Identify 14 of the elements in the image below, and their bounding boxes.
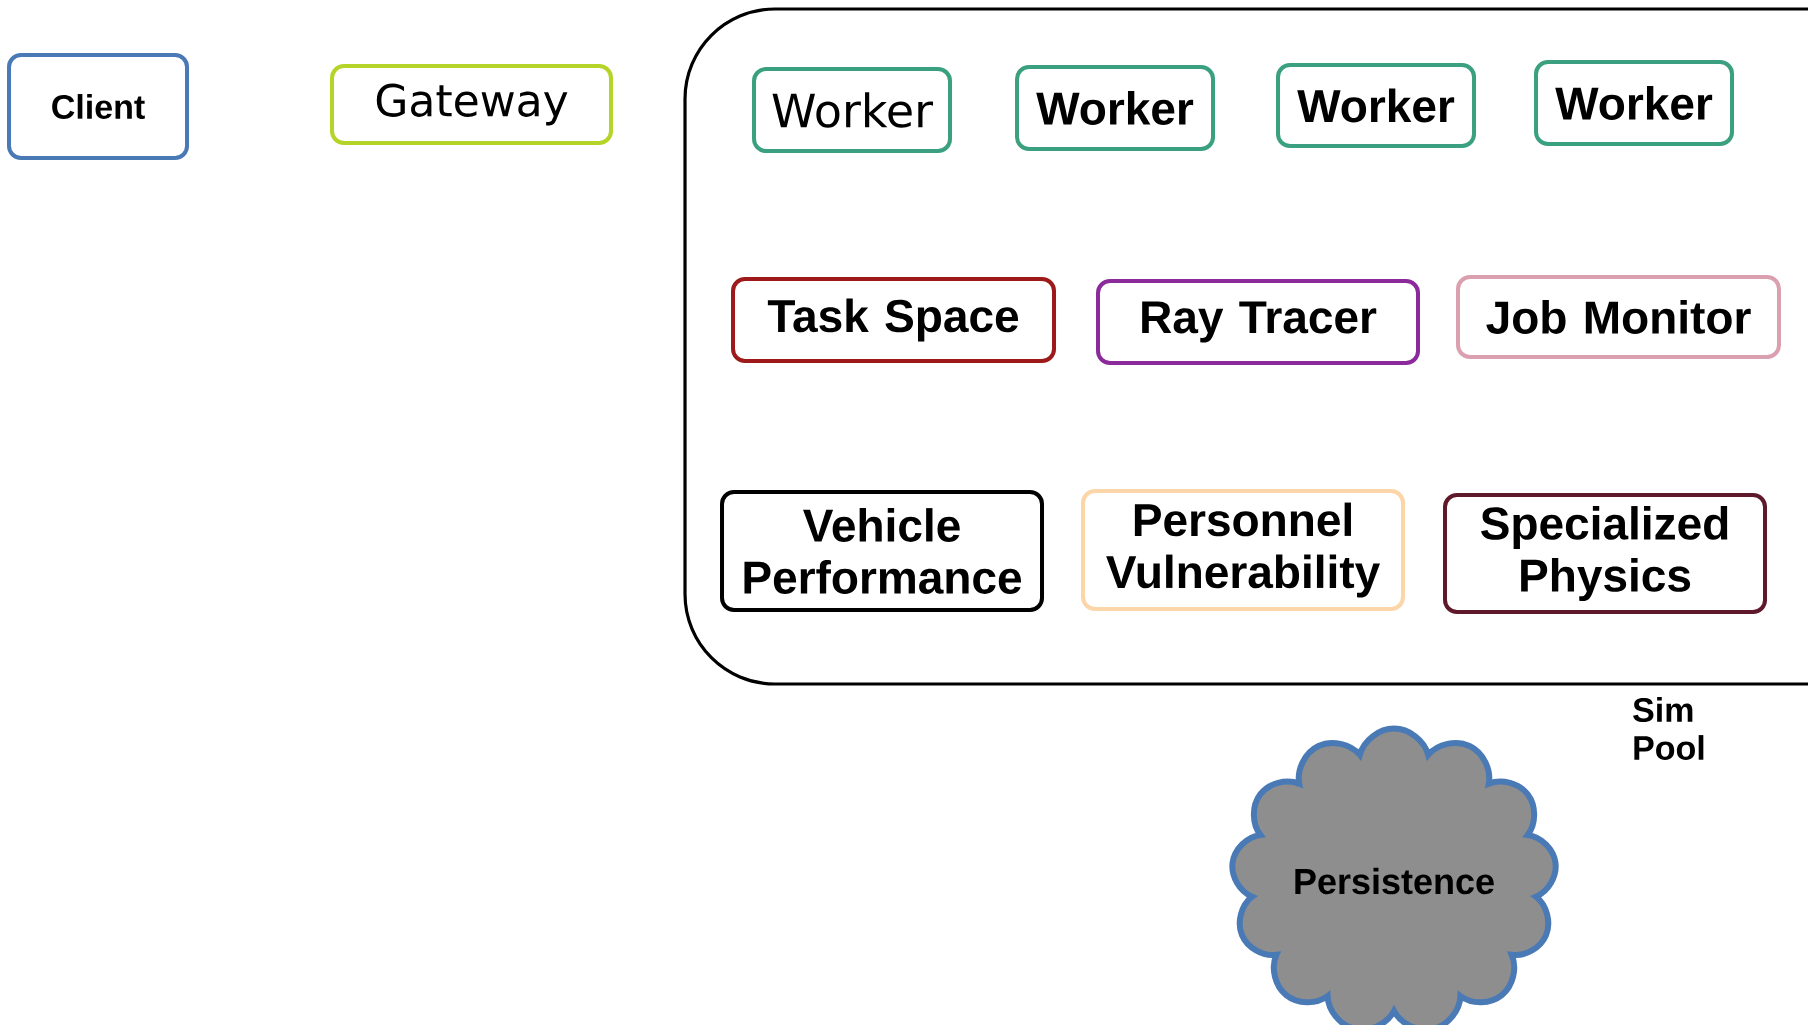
container-label: Sim Pool <box>1633 697 1704 761</box>
service-box: Personnel Vulnerability <box>1081 489 1405 611</box>
service-box: Vehicle Performance <box>720 490 1044 612</box>
service-box: Task Space <box>731 277 1056 363</box>
worker-box: Worker <box>1534 60 1734 146</box>
cloud: Persistence <box>1229 725 1559 1025</box>
gateway-box: Gateway <box>330 64 613 145</box>
service-box: Specialized Physics <box>1443 493 1767 614</box>
service-box: Job Monitor <box>1456 275 1781 359</box>
client-box: Client <box>7 53 189 160</box>
worker-box: Worker <box>1276 63 1476 148</box>
worker-box: Worker <box>752 67 952 153</box>
worker-box: Worker <box>1015 65 1215 151</box>
service-box: Ray Tracer <box>1096 279 1420 365</box>
